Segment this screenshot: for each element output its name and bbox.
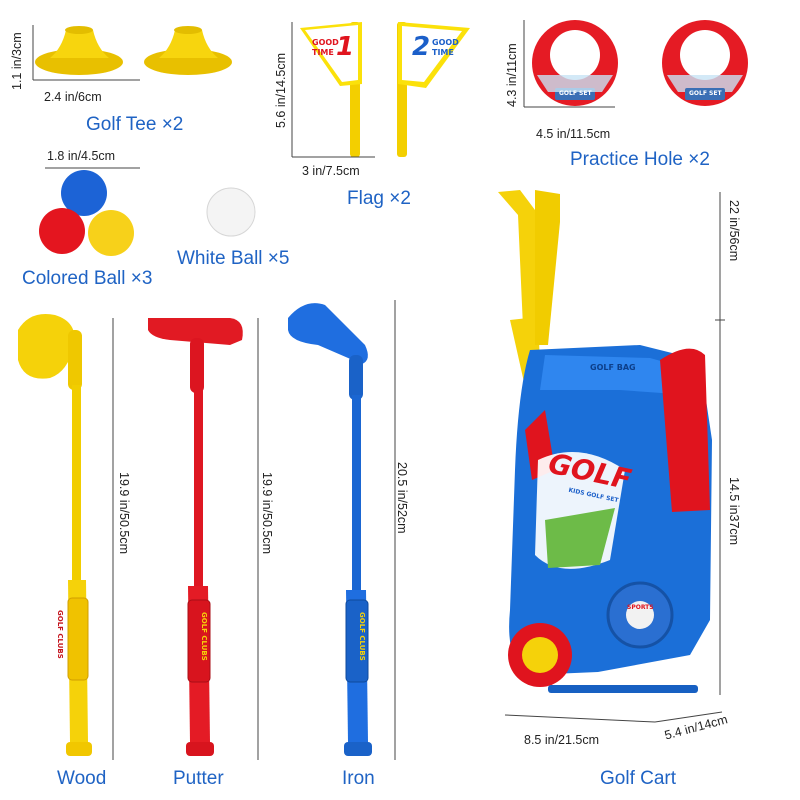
flag2-text-mid: TIME <box>432 48 454 57</box>
flag1-number: 1 <box>336 32 355 62</box>
iron-label: Iron <box>342 768 375 789</box>
golf-tee-label: Golf Tee ×2 <box>86 114 184 135</box>
iron-grip-text: GOLF CLUBS <box>358 612 366 661</box>
tee-width-dim: 2.4 in/6cm <box>44 90 102 104</box>
white-ball-label: White Ball ×5 <box>177 248 290 269</box>
club-dimension-lines <box>112 300 396 760</box>
flag-dimension-lines <box>291 22 375 158</box>
wood-length-dim: 19.9 in/50.5cm <box>117 472 131 554</box>
practice-hole-1 <box>532 20 618 106</box>
practice-hole-2 <box>662 20 748 106</box>
wood-grip-text: GOLF CLUBS <box>56 610 64 659</box>
hole-width-dim: 4.5 in/11.5cm <box>536 127 611 141</box>
colored-ball-label: Colored Ball ×3 <box>22 268 153 289</box>
putter-grip-text: GOLF CLUBS <box>200 612 208 661</box>
hole2-badge: GOLF SET <box>689 90 722 97</box>
white-ball <box>206 187 256 237</box>
iron-club <box>288 303 372 756</box>
practice-hole-label: Practice Hole ×2 <box>570 149 710 170</box>
iron-length-dim: 20.5 in/52cm <box>395 462 409 534</box>
putter-length-dim: 19.9 in/50.5cm <box>260 472 274 554</box>
flag1-text-mid: TIME <box>312 48 334 57</box>
wood-club <box>18 314 92 756</box>
putter-club <box>148 318 243 756</box>
cart-total-height-dim: 22 in/56cm <box>727 200 741 262</box>
flag2-number: 2 <box>412 32 431 62</box>
flag2-text-top: GOOD <box>432 38 459 47</box>
hole-dimension-lines <box>523 20 615 108</box>
cart-width-dim: 8.5 in/21.5cm <box>524 733 600 747</box>
golf-tee-1 <box>35 26 123 75</box>
flag-label: Flag ×2 <box>347 188 411 209</box>
hole1-badge: GOLF SET <box>559 90 592 97</box>
wood-label: Wood <box>57 768 107 789</box>
flag-1 <box>300 22 362 157</box>
cart-body-height-dim: 14.5 in​37cm <box>727 477 741 546</box>
cart-bag-label: GOLF BAG <box>590 363 636 372</box>
cart-dimension-lines <box>504 192 725 723</box>
putter-label: Putter <box>173 768 224 789</box>
tee-dimension-lines <box>32 25 140 81</box>
golf-cart <box>498 190 712 693</box>
cart-wheel-badge: SPORTS <box>627 604 654 611</box>
colored-balls <box>39 170 134 256</box>
flag-width-dim: 3 in/7.5cm <box>302 164 360 178</box>
tee-height-dim: 1.1 in/3cm <box>10 32 24 90</box>
golf-cart-label: Golf Cart <box>600 768 677 789</box>
flag1-text-top: GOOD <box>312 38 339 47</box>
flag-height-dim: 5.6 in/14.5cm <box>274 52 288 128</box>
golf-tee-2 <box>144 26 232 75</box>
hole-height-dim: 4.3 in/11cm <box>505 43 519 107</box>
ball-size-dim: 1.8 in/4.5cm <box>47 149 116 163</box>
flag-2 <box>397 22 470 157</box>
